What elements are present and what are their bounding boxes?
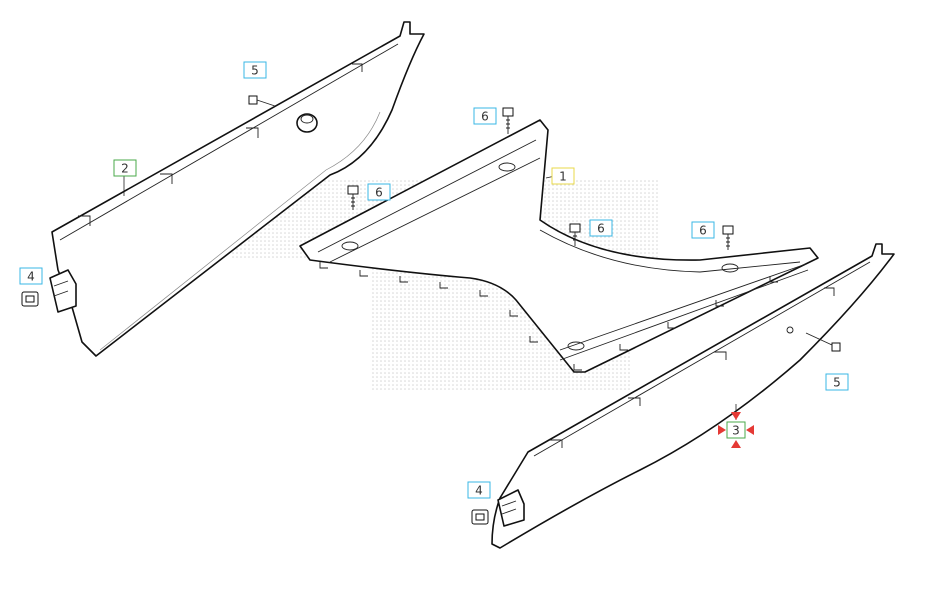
callout-1[interactable]: 1 <box>551 167 575 185</box>
right-side-cover[interactable] <box>491 243 895 549</box>
callout-5-left[interactable]: 5 <box>243 61 267 79</box>
callout-4-right[interactable]: 4 <box>467 481 491 499</box>
bolt-mid <box>347 185 359 210</box>
svg-text:1: 1 <box>559 170 567 184</box>
callout-4-left[interactable]: 4 <box>19 267 43 285</box>
svg-text:6: 6 <box>699 224 707 238</box>
svg-text:6: 6 <box>597 222 605 236</box>
svg-text:5: 5 <box>251 64 259 78</box>
callout-2[interactable]: 2 <box>113 159 137 177</box>
svg-text:6: 6 <box>481 110 489 124</box>
floor-panel[interactable] <box>299 119 819 373</box>
clip-right <box>471 509 489 525</box>
screw-left <box>248 95 276 107</box>
svg-text:3: 3 <box>732 424 740 438</box>
clip-left <box>21 291 39 307</box>
screw-right <box>805 332 841 352</box>
svg-text:2: 2 <box>121 162 129 176</box>
svg-text:6: 6 <box>375 186 383 200</box>
bolt-right <box>722 225 734 250</box>
callout-6-mid[interactable]: 6 <box>367 183 391 201</box>
callout-6-top[interactable]: 6 <box>473 107 497 125</box>
svg-text:4: 4 <box>27 270 35 284</box>
callout-5-right[interactable]: 5 <box>825 373 849 391</box>
left-side-cover[interactable] <box>49 21 425 357</box>
callout-3[interactable]: 3 <box>726 421 746 439</box>
svg-text:4: 4 <box>475 484 483 498</box>
bolt-center <box>569 223 581 246</box>
highlight-arrows <box>718 412 754 448</box>
svg-text:5: 5 <box>833 376 841 390</box>
fasteners <box>21 95 841 525</box>
callout-6-center[interactable]: 6 <box>589 219 613 237</box>
bolt-top <box>502 107 514 134</box>
callout-6-right[interactable]: 6 <box>691 221 715 239</box>
